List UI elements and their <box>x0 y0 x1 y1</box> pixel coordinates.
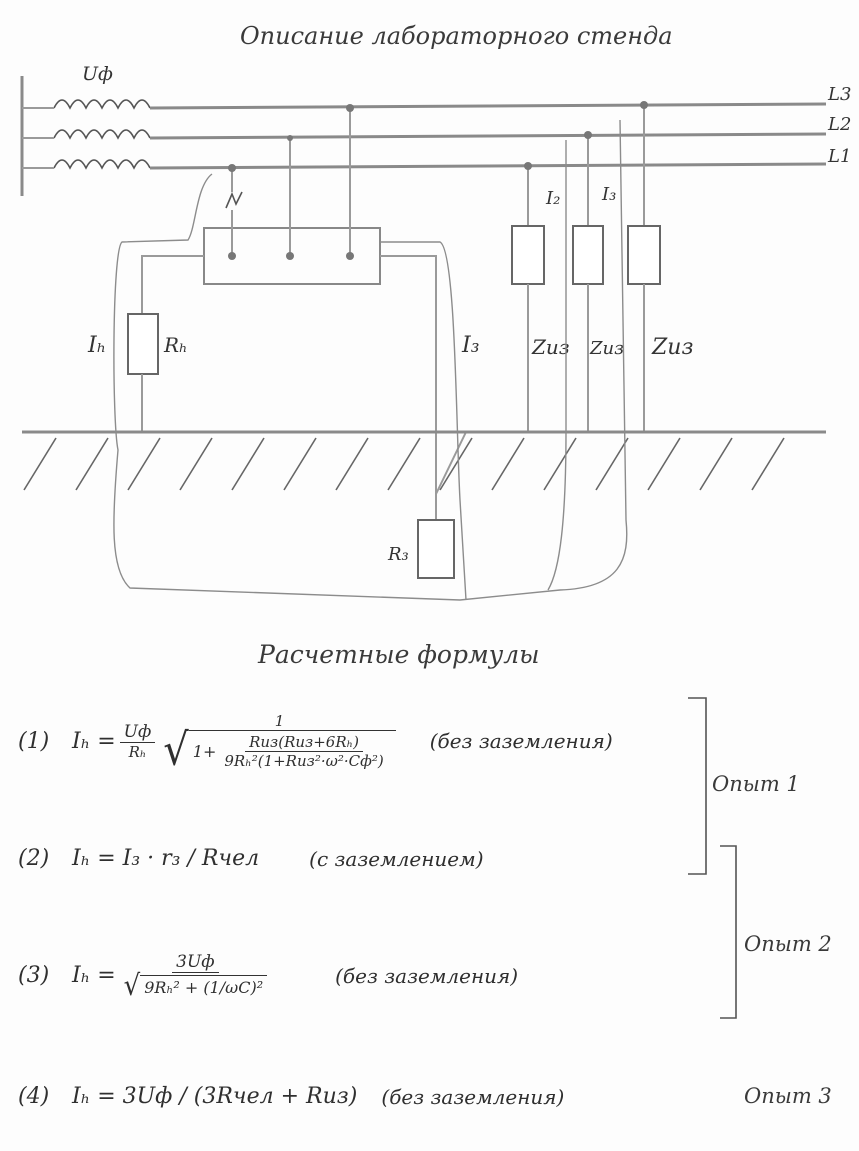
formula-1: (1) Iₕ = Uф Rₕ 1 √ 1+ Rиз(Rиз+6Rₕ) 9Rₕ²(… <box>18 712 613 772</box>
line-l2 <box>149 132 827 140</box>
current-loop-return <box>380 241 467 601</box>
formula-4-note: (без заземления) <box>381 1084 565 1109</box>
label-i3-top: I₃ <box>601 184 616 205</box>
label-z2: Zиз <box>589 338 624 359</box>
bracket-exp2 <box>720 845 737 1019</box>
label-i2: I₂ <box>545 188 560 209</box>
formula-1-inner-fraction: Rиз(Rиз+6Rₕ) 9Rₕ²(1+Rиз²·ω²·Cф²) <box>220 733 387 770</box>
experiment-3-label: Опыт 3 <box>744 1084 832 1108</box>
experiment-1-label: Опыт 1 <box>712 772 800 796</box>
label-r3: R₃ <box>387 544 409 565</box>
formula-4-number: (4) <box>18 1084 50 1109</box>
label-l2: L2 <box>827 114 851 135</box>
formula-2-number: (2) <box>18 846 50 871</box>
formula-2-note: (с заземлением) <box>309 846 484 871</box>
formula-3-note: (без заземления) <box>335 963 519 988</box>
z-iso-2 <box>572 225 604 285</box>
current-loop-inner <box>547 140 567 591</box>
formula-1-ratio: Uф Rₕ <box>119 722 156 761</box>
formula-4: (4) Iₕ = 3Uф / (3Rчел + Rиз) (без заземл… <box>18 1084 564 1109</box>
circuit-diagram: L3 L2 L1 Uф Iₕ Rₕ I₃ R₃ <box>20 63 851 601</box>
formula-1-inner-den: 9Rₕ²(1+Rиз²·ω²·Cф²) <box>224 752 384 770</box>
formula-1-one: 1 <box>274 712 285 730</box>
formula-3-lhs: Iₕ = <box>72 963 116 988</box>
formula-1-note: (без заземления) <box>429 729 613 753</box>
formula-1-main-fraction: 1 √ 1+ Rиз(Rиз+6Rₕ) 9Rₕ²(1+Rиз²·ω²·Cф²) <box>163 712 396 772</box>
label-i3: I₃ <box>461 333 480 358</box>
formula-3-num: 3Uф <box>172 952 219 973</box>
formula-1-sqrt-lead: 1+ <box>192 742 217 761</box>
line-l3 <box>149 102 827 110</box>
ground-resistor <box>417 519 455 579</box>
formula-1-lhs: Iₕ = <box>72 728 116 754</box>
formula-2: (2) Iₕ = I₃ · r₃ / Rчел (с заземлением) <box>18 846 484 871</box>
line-l1 <box>149 162 827 170</box>
formula-4-expr: Iₕ = 3Uф / (3Rчел + Rиз) <box>72 1084 358 1109</box>
bracket-exp1 <box>688 697 707 875</box>
label-z3: Zиз <box>651 335 693 360</box>
label-l3: L3 <box>827 84 851 105</box>
insulation-branches <box>511 101 661 432</box>
human-resistor <box>127 313 159 375</box>
label-i-h: Iₕ <box>87 333 106 358</box>
switch-contact <box>225 191 243 209</box>
formula-3: (3) Iₕ = 3Uф √ 9Rₕ² + (1/ωC)² (без зазем… <box>18 952 519 1000</box>
page-title: Описание лабораторного стенда <box>240 22 673 50</box>
label-l1: L1 <box>827 146 851 167</box>
winding-l3 <box>53 99 151 110</box>
formula-1-sqrt: √ 1+ Rиз(Rиз+6Rₕ) 9Rₕ²(1+Rиз²·ω²·Cф²) <box>163 728 396 772</box>
formula-3-fraction: 3Uф √ 9Rₕ² + (1/ωC)² <box>120 952 271 1000</box>
formula-3-den-expr: 9Rₕ² + (1/ωC)² <box>140 975 268 997</box>
winding-l2 <box>53 129 151 140</box>
z-iso-1 <box>511 225 545 285</box>
formula-1-ratio-den: Rₕ <box>128 742 147 761</box>
formula-1-ratio-num: Uф <box>119 722 156 743</box>
formulas-title: Расчетные формулы <box>258 640 540 669</box>
label-z1: Zиз <box>531 335 570 359</box>
formula-3-den: √ 9Rₕ² + (1/ωC)² <box>120 972 271 1000</box>
current-loop <box>113 119 628 601</box>
formula-1-inner-num: Rиз(Rиз+6Rₕ) <box>245 733 363 752</box>
earth-hatching <box>23 437 785 491</box>
winding-l1 <box>53 159 151 170</box>
formula-1-number: (1) <box>18 728 50 754</box>
label-r-h: Rₕ <box>163 333 188 357</box>
formula-2-expr: Iₕ = I₃ · r₃ / Rчел <box>72 846 260 871</box>
phase-windings <box>22 99 151 170</box>
experiment-2-label: Опыт 2 <box>744 932 832 956</box>
label-u-phase: Uф <box>82 63 113 85</box>
formula-3-number: (3) <box>18 963 50 988</box>
